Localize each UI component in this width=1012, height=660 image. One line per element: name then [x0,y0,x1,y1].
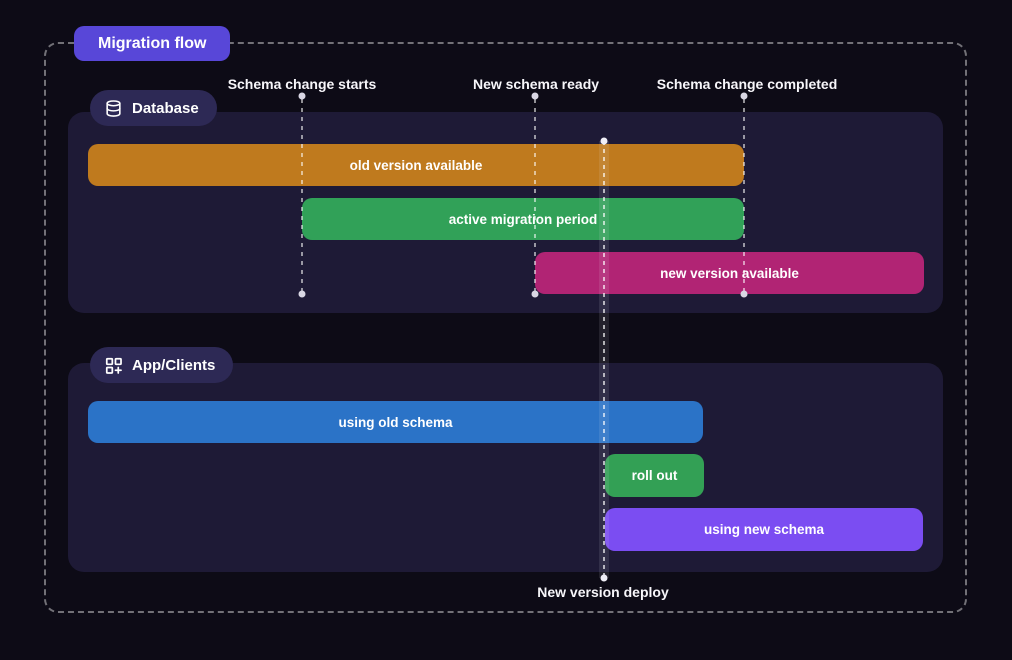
database-section-label: Database [132,99,199,117]
bar-using-new-schema: using new schema [605,508,923,551]
milestone-label-new-schema-ready: New schema ready [472,76,600,92]
deploy-marker-label: New version deploy [537,584,669,600]
bar-label: active migration period [448,211,598,227]
milestone-dot-top-2 [531,92,539,100]
app-clients-section-badge: App/Clients [90,347,234,383]
milestone-line-new-schema-ready [534,99,536,292]
diagram-title: Migration flow [98,34,207,52]
deploy-marker-line [599,141,609,578]
milestone-dot-bottom-1 [298,290,306,298]
bar-roll-out: roll out [605,454,704,497]
bar-label: roll out [631,468,678,483]
database-icon [104,99,123,118]
bar-label: using new schema [703,522,825,537]
milestone-dot-bottom-3 [740,290,748,298]
milestone-line-schema-change-completed [743,99,745,292]
bar-label: using old schema [338,414,453,430]
milestone-dot-top-1 [298,92,306,100]
milestone-dot-bottom-2 [531,290,539,298]
app-clients-section-label: App/Clients [132,356,216,374]
deploy-dot-top [600,137,608,145]
milestone-dot-top-3 [740,92,748,100]
milestone-label-schema-change-starts: Schema change starts [227,76,377,92]
apps-plus-icon [104,356,123,375]
bar-new-version-available: new version available [535,252,924,294]
database-section-badge: Database [90,90,217,126]
milestone-line-schema-change-starts [301,99,303,292]
deploy-dot-bottom [600,574,608,582]
bar-using-old-schema: using old schema [88,401,703,443]
bar-label: old version available [349,157,483,173]
diagram-dashed-border [44,42,967,613]
bar-label: new version available [660,265,799,281]
bar-active-migration-period: active migration period [302,198,744,240]
bar-old-version-available: old version available [88,144,744,186]
milestone-label-schema-change-completed: Schema change completed [656,76,838,92]
diagram-title-badge: Migration flow [74,26,231,61]
